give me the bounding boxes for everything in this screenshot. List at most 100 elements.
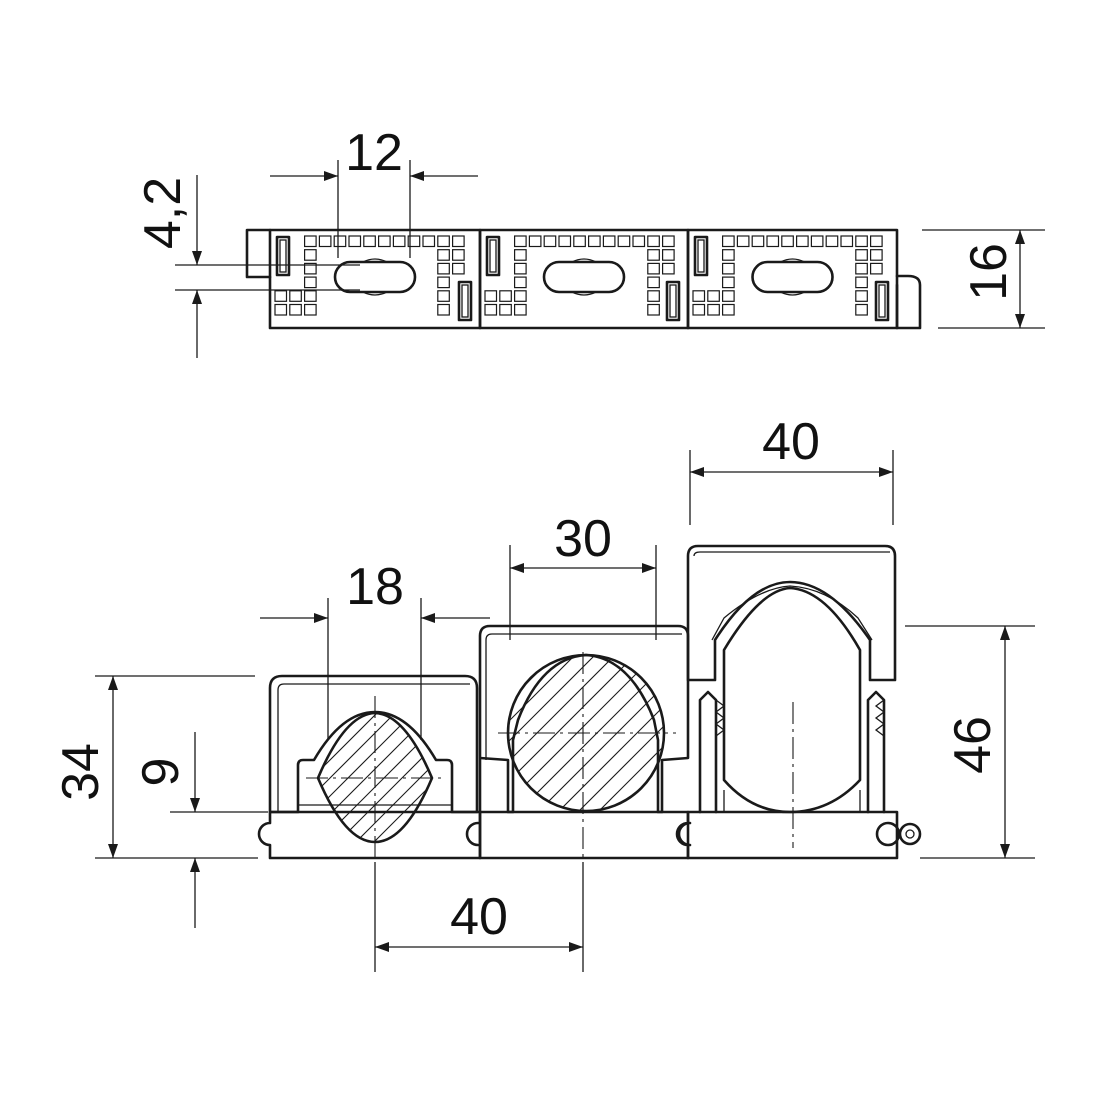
dim-label-16: 16 bbox=[960, 243, 1018, 301]
grid-cell bbox=[289, 290, 302, 302]
grid-cell bbox=[721, 290, 735, 302]
grid-cell bbox=[855, 290, 868, 302]
grid-cell bbox=[304, 303, 317, 316]
grid-cell bbox=[437, 262, 450, 275]
grid-cell bbox=[647, 276, 660, 289]
grid-cell bbox=[437, 235, 450, 248]
grid-cell bbox=[855, 276, 868, 289]
grid-cell bbox=[452, 262, 465, 275]
dim-small-width: 18 bbox=[260, 558, 490, 740]
grid-cell bbox=[513, 303, 527, 316]
grid-cell bbox=[647, 290, 660, 302]
grid-cell bbox=[661, 249, 675, 261]
grid-cell bbox=[304, 235, 317, 248]
grid-cell bbox=[855, 303, 868, 316]
grid-cell bbox=[573, 235, 586, 248]
grid-cell bbox=[869, 235, 883, 248]
dim-label-40-top: 40 bbox=[762, 413, 820, 471]
latch-tab-inner bbox=[669, 284, 677, 318]
grid-cell bbox=[513, 262, 527, 275]
grid-cell bbox=[707, 303, 720, 316]
latch-tab bbox=[275, 235, 291, 277]
grid-cell bbox=[499, 303, 512, 316]
grid-cell bbox=[661, 262, 675, 275]
clamp-large bbox=[686, 544, 897, 814]
grid-cell bbox=[437, 276, 450, 289]
grid-cell bbox=[721, 262, 735, 275]
grid-cell bbox=[274, 290, 288, 302]
grid-cell bbox=[587, 235, 601, 248]
mounting-slot bbox=[751, 260, 834, 294]
top-view-grid-cells bbox=[274, 235, 883, 316]
latch-tab-inner bbox=[279, 239, 287, 273]
grid-cell bbox=[452, 235, 465, 248]
grid-cell bbox=[543, 235, 557, 248]
grid-cell bbox=[528, 235, 542, 248]
top-view-slots bbox=[275, 235, 890, 322]
dim-medium-width: 30 bbox=[509, 510, 657, 640]
grid-cell bbox=[437, 303, 450, 316]
grid-cell bbox=[304, 262, 317, 275]
grid-cell bbox=[499, 290, 512, 302]
grid-cell bbox=[692, 290, 706, 302]
grid-cell bbox=[751, 235, 765, 248]
grid-cell bbox=[721, 303, 735, 316]
grid-cell bbox=[855, 249, 868, 261]
grid-cell bbox=[392, 235, 406, 248]
grid-cell bbox=[825, 235, 839, 248]
latch-tab-inner bbox=[489, 239, 497, 273]
hatch-line bbox=[318, 713, 401, 842]
grid-cell bbox=[274, 303, 288, 316]
grid-cell bbox=[513, 290, 527, 302]
mounting-slot bbox=[333, 260, 417, 294]
grid-cell bbox=[647, 249, 660, 261]
latch-tab-inner bbox=[461, 284, 469, 318]
hatch-line bbox=[508, 655, 641, 811]
grid-cell bbox=[721, 276, 735, 289]
grid-cell bbox=[661, 235, 675, 248]
grid-cell bbox=[647, 262, 660, 275]
dim-label-40-bottom: 40 bbox=[450, 888, 508, 946]
latch-tab bbox=[457, 280, 473, 322]
center-lines bbox=[306, 652, 794, 862]
hatch-line bbox=[508, 655, 581, 811]
grid-cell bbox=[513, 249, 527, 261]
latch-tab bbox=[693, 235, 709, 277]
slot-screw-detail bbox=[362, 258, 388, 296]
hatch-line bbox=[654, 655, 664, 811]
grid-cell bbox=[692, 303, 706, 316]
grid-cell bbox=[707, 290, 720, 302]
grid-cell bbox=[513, 276, 527, 289]
grid-cell bbox=[484, 303, 498, 316]
grid-cell bbox=[304, 290, 317, 302]
latch-tab bbox=[665, 280, 681, 322]
grid-cell bbox=[558, 235, 572, 248]
hatch-line bbox=[508, 655, 561, 811]
grid-cell bbox=[721, 235, 735, 248]
hatch-line bbox=[331, 713, 432, 842]
grid-cell bbox=[484, 290, 498, 302]
dim-label-12: 12 bbox=[345, 124, 403, 182]
grid-cell bbox=[304, 249, 317, 261]
latch-tab-inner bbox=[878, 284, 886, 318]
dim-label-46: 46 bbox=[944, 716, 1002, 774]
grid-cell bbox=[855, 262, 868, 275]
dim-top-slot-offset: 4,2 bbox=[134, 175, 360, 358]
dim-label-30: 30 bbox=[554, 510, 612, 568]
latch-tab bbox=[874, 280, 890, 322]
grid-cell bbox=[647, 235, 660, 248]
grid-cell bbox=[855, 235, 868, 248]
grid-cell bbox=[452, 249, 465, 261]
grid-cell bbox=[348, 235, 362, 248]
hatch-line bbox=[385, 713, 432, 842]
slot-screw-detail bbox=[571, 258, 597, 296]
grid-cell bbox=[318, 235, 332, 248]
grid-cell bbox=[721, 249, 735, 261]
dim-large-height: 46 bbox=[905, 625, 1035, 859]
grid-cell bbox=[736, 235, 750, 248]
grid-cell bbox=[333, 235, 347, 248]
slot-screw-detail bbox=[780, 258, 805, 296]
dim-large-width: 40 bbox=[689, 413, 894, 525]
hatch-line bbox=[594, 655, 664, 811]
